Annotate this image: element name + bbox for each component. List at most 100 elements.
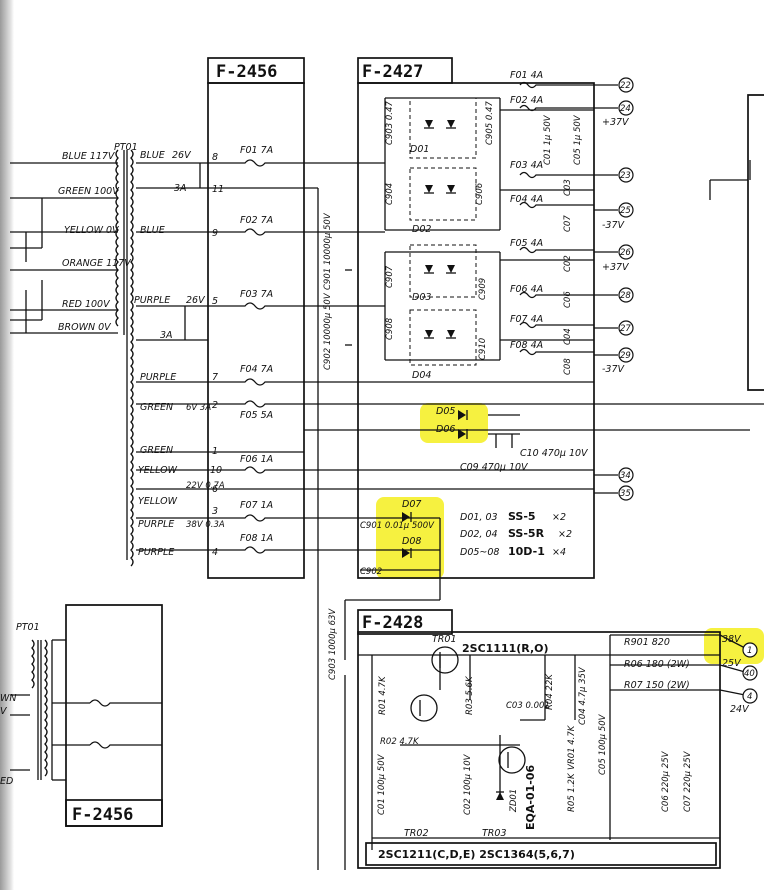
cap-c02-f2428: C02 100µ 10V — [463, 753, 473, 815]
page-binding-shadow — [0, 0, 14, 890]
f2427-fuse-3: F04 4A — [510, 194, 543, 205]
f2427-fuse-7: F08 4A — [510, 340, 543, 351]
secondary-volt-6: 6V 3A — [186, 403, 211, 413]
voltage-label-2: +37V — [602, 262, 630, 273]
f2428-bottom-parts: 2SC1211(C,D,E) 2SC1364(5,6,7) — [378, 848, 575, 861]
parts-qty-1: ×2 — [558, 529, 572, 540]
cap-c07-f2428: C07 220µ 25V — [683, 750, 693, 812]
cap-c902b: C902 — [360, 567, 382, 577]
ic-eqa: EQA-01-06 — [524, 765, 537, 830]
tr03-label: TR03 — [482, 828, 507, 839]
secondary-volt-4: 3A — [160, 330, 173, 341]
f2427-fuse-5: F06 4A — [510, 284, 543, 295]
board-label-box-f2427 — [357, 57, 453, 84]
f2456-fuse-wires — [208, 159, 360, 870]
board-label-box-f2456-lower — [65, 799, 163, 827]
parts-val-0: SS-5 — [508, 510, 536, 523]
output-terminal-4 — [742, 688, 758, 704]
secondary-wires — [136, 162, 208, 551]
secondary-pin-5: 7 — [212, 372, 218, 383]
secondary-color-6: GREEN — [140, 402, 173, 413]
transformer-designator: PT01 — [114, 142, 138, 153]
output-terminal-40 — [742, 665, 758, 681]
output-term-label-2: 4 — [747, 692, 752, 702]
voltage-label-0: +37V — [602, 117, 630, 128]
secondary-color-5: PURPLE — [140, 372, 176, 383]
f2427-fuse-0: F01 4A — [510, 70, 543, 81]
f2427-fuse-2: F03 4A — [510, 160, 543, 171]
secondary-color-10: PURPLE — [138, 519, 174, 530]
terminal-25 — [618, 202, 634, 218]
tr02-label: TR02 — [404, 828, 429, 839]
cap-c09: C09 470µ 10V — [460, 462, 529, 473]
zener-zd01 — [496, 791, 504, 800]
parts-ref-1: D02, 04 — [460, 529, 498, 540]
resistor-r03: R03 5.6K — [465, 675, 475, 715]
secondary-pin-1: 11 — [212, 184, 224, 195]
f2456-fuse-1: F02 7A — [240, 215, 273, 226]
tr01-part: 2SC1111(R,O) — [462, 642, 549, 655]
cap-c909: C909 — [478, 278, 488, 300]
board-outlines — [65, 57, 764, 869]
cap-c904: C904 — [385, 183, 395, 205]
cap-c08: C08 — [563, 358, 573, 375]
cap-c07: C07 — [563, 215, 573, 232]
terminal-label-28: 28 — [620, 291, 631, 301]
terminal-label-35: 35 — [620, 489, 631, 499]
secondary-volt-9: 22V 0.7A — [186, 481, 225, 491]
resistor-r02: R02 4.7K — [380, 737, 420, 747]
secondary-color-11: PURPLE — [138, 547, 174, 558]
board-outline-f2456-lower — [65, 604, 163, 827]
secondary-pin-0: 8 — [212, 152, 218, 163]
parts-val-1: SS-5R — [508, 527, 545, 540]
board-label-f2456: F-2456 — [216, 62, 277, 82]
transistor-tr03 — [498, 746, 526, 774]
f2427-terminal-wires — [594, 84, 618, 494]
terminal-34 — [618, 467, 634, 483]
cap-c910: C910 — [478, 338, 488, 360]
smoothing-cap-c901: C901 10000µ 50V — [323, 212, 333, 290]
cap-c02: C02 — [563, 255, 573, 272]
cap-c903: C903 0.47 — [385, 101, 395, 145]
f2427-fuse-4: F05 4A — [510, 238, 543, 249]
cap-c10: C10 470µ 10V — [520, 448, 589, 459]
diode-d06: D06 — [436, 424, 455, 435]
cap-c01: C01 1µ 50V — [543, 114, 553, 165]
terminal-24 — [618, 100, 634, 116]
terminal-label-25: 25 — [620, 206, 631, 216]
f2427-fuse-symbols — [519, 81, 594, 356]
cap-c903-f2428: C903 1000µ 63V — [328, 608, 338, 680]
cap-c03-f2428: C03 0.001 — [506, 701, 550, 711]
secondary-pin-11: 4 — [212, 547, 218, 558]
cap-c01-f2428: C01 100µ 50V — [377, 753, 387, 815]
terminal-label-22: 22 — [620, 81, 631, 91]
diode-d07: D07 — [402, 499, 421, 510]
f2456-fuse-2: F03 7A — [240, 289, 273, 300]
bridge-d04 — [409, 309, 477, 366]
board-label-box-f2456 — [207, 57, 305, 84]
terminal-29 — [618, 347, 634, 363]
f2428-output-terminals — [742, 642, 758, 704]
secondary-volt-1: 3A — [174, 183, 187, 194]
terminal-label-27: 27 — [620, 324, 631, 334]
secondary-color-7: GREEN — [140, 445, 173, 456]
secondary-color-3: PURPLE — [134, 295, 170, 306]
terminal-27 — [618, 320, 634, 336]
terminal-label-26: 26 — [620, 248, 631, 258]
board-outline-f2427 — [357, 82, 595, 579]
diode-d08: D08 — [402, 536, 421, 547]
terminal-22 — [618, 77, 634, 93]
f2428-wiring — [344, 599, 746, 870]
diodes-d07-d08 — [360, 512, 441, 600]
terminal-28 — [618, 287, 634, 303]
diodes-d05-d06 — [458, 410, 520, 448]
resistor-r06: R06 180 (2W) — [624, 659, 690, 670]
transistor-tr02 — [410, 694, 438, 722]
output-term-label-0: 1 — [747, 646, 752, 656]
f2427-bridges — [409, 97, 477, 366]
output-terminal-1 — [742, 642, 758, 658]
resistor-r04: R04 22K — [545, 673, 555, 710]
f2456-fuse-7: F08 1A — [240, 533, 273, 544]
f2456-fuse-5: F06 1A — [240, 454, 273, 465]
output-volt-label-1: 25V — [722, 658, 742, 669]
